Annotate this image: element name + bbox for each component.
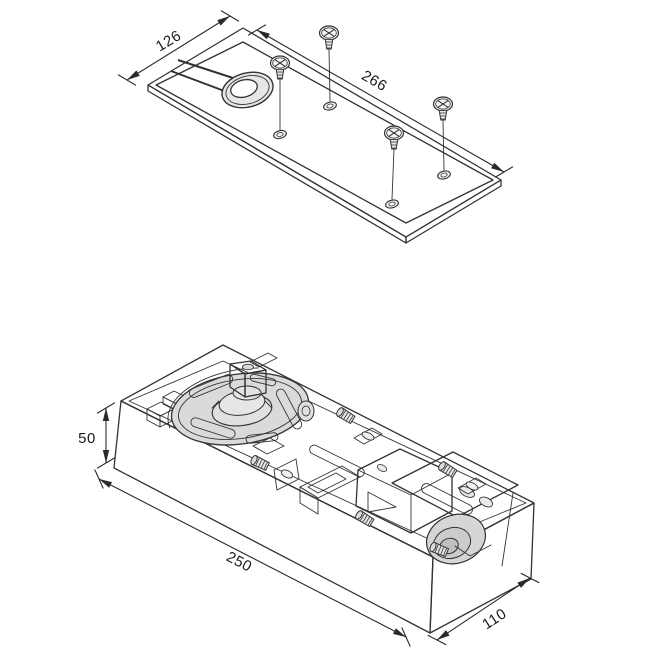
mounting-screw-1 bbox=[269, 55, 291, 131]
spindle-shaft bbox=[229, 360, 267, 398]
cover-plate-assembly: 126 266 bbox=[117, 10, 514, 244]
floor-spring-body-assembly: 50 250 110 bbox=[78, 344, 540, 647]
body-top-face bbox=[120, 344, 535, 558]
dimension-body-height: 50 bbox=[78, 402, 116, 469]
body-height-label: 50 bbox=[78, 430, 96, 447]
spindle-boss bbox=[211, 360, 273, 427]
back-edge-tab bbox=[249, 352, 278, 368]
body-length-label: 250 bbox=[223, 548, 254, 575]
dimension-body-length: 250 bbox=[94, 469, 411, 647]
deck-recess-outline bbox=[128, 360, 527, 542]
dimension-plate-length: 266 bbox=[247, 24, 514, 178]
mounting-screw-4 bbox=[432, 96, 454, 171]
plate-screw-holes bbox=[272, 100, 452, 210]
spring-housing bbox=[249, 400, 519, 565]
plate-outer-face bbox=[147, 27, 502, 238]
mounting-screws bbox=[269, 25, 454, 200]
plate-width-label: 126 bbox=[153, 27, 184, 55]
dimension-body-depth: 110 bbox=[427, 572, 540, 646]
mounting-screw-2 bbox=[318, 25, 340, 102]
spring-barrel bbox=[426, 513, 486, 565]
plate-thickness-front bbox=[147, 84, 407, 244]
spindle-keyhole-cutout bbox=[170, 59, 274, 109]
plate-thickness-right bbox=[405, 179, 502, 244]
mounting-screw-3 bbox=[383, 125, 405, 200]
plate-inner-face bbox=[155, 41, 494, 224]
